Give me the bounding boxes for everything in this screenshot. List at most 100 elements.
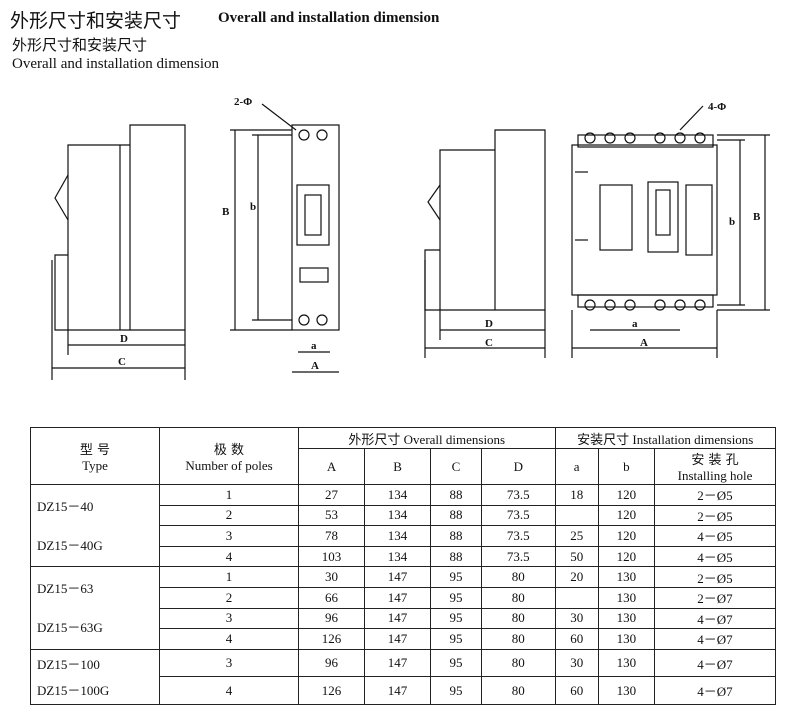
cell-d: 80 [480,566,556,588]
cell-b: 134 [364,504,432,527]
cell-hole: 2－Ø5 [654,484,776,506]
dim-label-C: C [118,356,126,368]
cell-a-install [554,586,599,609]
cell-c: 88 [430,484,482,506]
poles-cell: 4 [159,676,299,705]
page-title-cn: 外形尺寸和安装尺寸 [10,10,182,32]
poles-cell: 3 [159,607,299,630]
col-b-header: b [597,448,656,485]
cell-a-install [554,504,599,527]
front-view-multi-pole [571,105,770,358]
cell-b: 147 [364,628,432,650]
cell-a: 30 [297,566,366,588]
poles-cell: 2 [159,586,299,609]
type-header-cn: 型 号 [79,442,111,458]
dim-label-B-left: B [222,206,230,218]
cell-b-install: 130 [597,628,656,650]
cell-hole: 2－Ø5 [654,566,776,588]
type-name: DZ15－100 [37,656,100,672]
side-view-multi-pole [424,129,546,358]
cell-b-install: 120 [597,484,656,506]
cell-b-install: 130 [597,607,656,630]
section-subtitle-en: Overall and installation dimension [12,56,220,72]
col-hole-header: 安 装 孔 Installing hole [654,448,776,485]
cell-a: 103 [297,545,366,568]
installation-dimensions-header: 安装尺寸 Installation dimensions [554,427,777,449]
cell-a: 96 [297,607,366,630]
col-hole-header-cn: 安 装 孔 [691,453,739,468]
cell-hole: 2－Ø5 [654,504,776,527]
type-name: DZ15－40G [37,538,103,553]
dim-label-4-phi: 4-Φ [708,101,726,113]
cell-b-install: 120 [597,545,656,568]
cell-c: 95 [430,566,482,588]
page-title-en: Overall and installation dimension [218,10,440,26]
cell-a: 66 [297,586,366,609]
cell-b-install: 130 [597,586,656,609]
cell-a-install: 30 [554,648,599,678]
cell-a-install: 50 [554,545,599,568]
cell-hole: 4－Ø5 [654,545,776,568]
type-name: DZ15－63G [37,620,103,636]
cell-c: 95 [430,586,482,609]
dim-label-D: D [120,333,128,345]
cell-b-install: 120 [597,504,656,527]
dim-label-a-left: a [311,340,317,352]
cell-hole: 4－Ø5 [654,525,776,547]
cell-c: 95 [430,607,482,630]
cell-a: 27 [297,484,366,506]
type-name: DZ15－100G [37,682,110,698]
cell-a: 126 [297,628,366,650]
col-hole-header-en: Installing hole [677,468,753,483]
cell-hole: 2－Ø7 [654,586,776,609]
dim-label-2-phi: 2-Φ [234,96,252,108]
cell-d: 73.5 [480,545,556,568]
type-header: 型 号 Type [30,427,160,485]
dim-label-A-right: A [640,337,648,349]
dim-label-B-right: B [753,211,761,223]
cell-c: 95 [430,648,482,678]
dim-label-b-left: b [250,201,256,213]
cell-b: 134 [364,545,432,568]
cell-c: 95 [430,676,482,705]
cell-b: 134 [364,484,432,506]
col-D-header: D [480,448,556,485]
cell-b-install: 120 [597,525,656,547]
poles-header-en: Number of poles [185,457,273,473]
cell-a-install: 25 [554,525,599,547]
cell-a-install: 18 [554,484,599,506]
col-A-header: A [297,448,366,485]
cell-c: 95 [430,628,482,650]
cell-b-install: 130 [597,648,656,678]
cell-b-install: 130 [597,676,656,705]
type-header-en: Type [82,457,108,473]
poles-cell: 3 [159,525,299,547]
dim-label-D-right: D [485,318,493,330]
poles-cell: 4 [159,628,299,650]
cell-hole: 4－Ø7 [654,628,776,650]
cell-b: 147 [364,648,432,678]
poles-cell: 3 [159,648,299,678]
poles-cell: 1 [159,566,299,588]
col-B-header: B [364,448,432,485]
cell-d: 80 [480,586,556,609]
cell-b: 147 [364,676,432,705]
cell-a-install: 30 [554,607,599,630]
dim-label-C-right: C [485,337,493,349]
cell-d: 73.5 [480,525,556,547]
cell-c: 88 [430,525,482,547]
cell-a: 96 [297,648,366,678]
dim-label-A-left: A [311,360,319,372]
poles-header-cn: 极 数 [213,442,245,458]
cell-c: 88 [430,504,482,527]
section-subtitle-cn: 外形尺寸和安装尺寸 [12,36,148,54]
poles-cell: 2 [159,504,299,527]
